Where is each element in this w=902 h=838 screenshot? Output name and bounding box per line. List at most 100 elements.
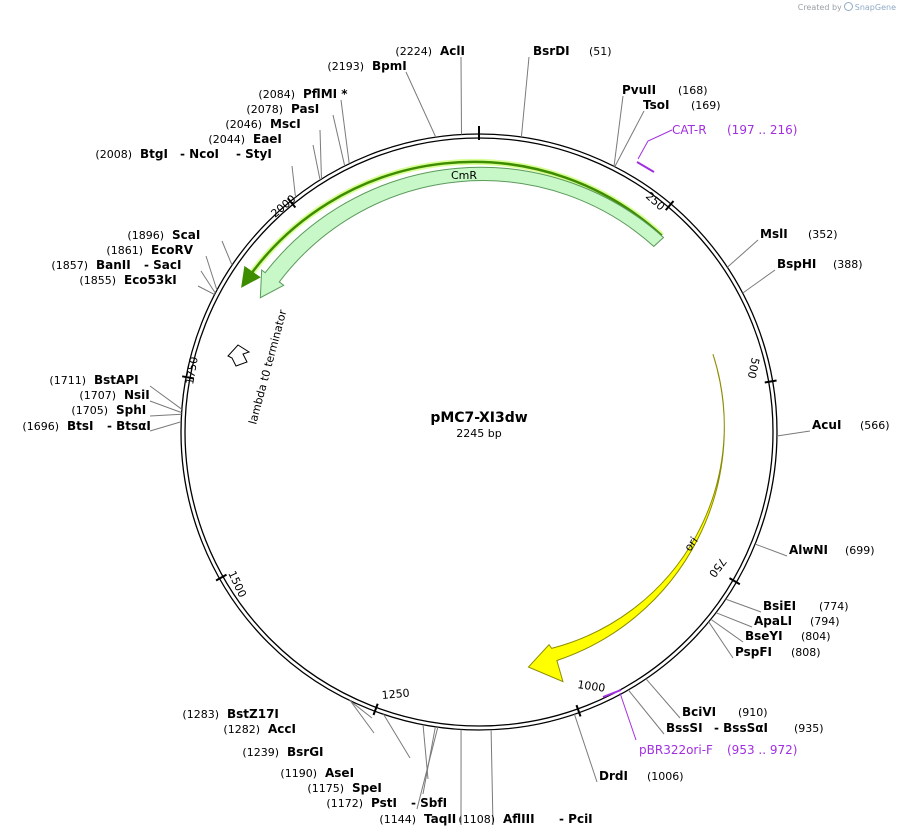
site-bstz17i[interactable]: (1283)BstZ17I	[182, 700, 373, 721]
site-leader-line	[490, 729, 494, 826]
site-position: (2046)	[225, 118, 262, 131]
site-position: (1696)	[22, 420, 59, 433]
site-name: - NcoI	[180, 147, 219, 161]
site-position: (1006)	[647, 770, 684, 783]
tick-label: 1000	[577, 678, 607, 695]
site-sphi[interactable]: (1705) SphI	[71, 403, 182, 417]
site-name: SphI	[116, 403, 146, 417]
site-taqii[interactable]: (1144)TaqII	[379, 729, 462, 826]
primer-pbr322ori-f[interactable]: pBR322ori-F (953 .. 972)	[602, 689, 797, 757]
site-name: NsiI	[124, 388, 150, 402]
feature-ori[interactable]: ori	[527, 353, 725, 683]
site-leader-line	[627, 689, 665, 735]
site-eco53ki[interactable]: (1855)Eco53kI	[79, 273, 215, 296]
site-bseyi[interactable]: BseYI(804)	[710, 618, 831, 643]
site-name: BpmI	[372, 59, 407, 73]
site-position: (1239)	[242, 746, 279, 759]
site-btgi[interactable]: (2008)BtgI- NcoI- StyI	[95, 147, 297, 198]
tick-mark	[664, 200, 675, 211]
site-acui[interactable]: AcuI(566)	[776, 418, 890, 437]
site-leader-line	[742, 269, 776, 294]
site-acli[interactable]: (2224)AclI	[395, 44, 465, 135]
site-bsrdi[interactable]: BsrDI (51)	[520, 44, 612, 138]
feature-label-cmr: CmR	[451, 169, 477, 182]
site-name: PvuII	[622, 83, 656, 97]
site-position: (804)	[801, 630, 831, 643]
site-position: (1282)	[223, 723, 260, 736]
site-leader-line	[520, 56, 530, 138]
feature-cmr[interactable]: CmR	[241, 158, 665, 299]
site-name: BanII	[96, 258, 131, 272]
site-name: ScaI	[172, 228, 200, 242]
site-bsiei[interactable]: BsiEI(774)	[725, 598, 849, 613]
site-name: BstZ17I	[227, 707, 279, 721]
plasmid-length: 2245 bp	[456, 427, 501, 440]
site-pspfi[interactable]: PspFI(808)	[708, 621, 821, 659]
site-scai[interactable]: (1896)ScaI	[127, 228, 233, 266]
site-leader-line	[573, 714, 598, 783]
site-name: - StyI	[236, 147, 272, 161]
site-name: BciVI	[682, 705, 716, 719]
site-nsii[interactable]: (1707)NsiI	[79, 388, 182, 414]
site-msci[interactable]: (2046)MscI	[225, 117, 322, 180]
site-pflmi[interactable]: (2084)PflMI *	[258, 87, 350, 164]
site-spei[interactable]: (1175) SpeI	[307, 726, 436, 795]
site-leader-line	[332, 114, 346, 167]
site-leader-line	[197, 285, 215, 296]
site-msli[interactable]: MslI(352)	[727, 227, 838, 268]
site-name: AlwNI	[789, 543, 828, 557]
site-bpmi[interactable]: (2193) BpmI	[327, 59, 437, 138]
site-asei[interactable]: (1190)AseI	[280, 724, 429, 780]
site-bsssi[interactable]: BssSI- BssSαI(935)	[627, 689, 824, 735]
site-position: (2078)	[246, 103, 283, 116]
site-ecorv[interactable]: (1861)EcoRV	[106, 243, 218, 291]
site-acci[interactable]: (1282)AccI	[223, 700, 375, 736]
site-leader-line	[205, 255, 218, 291]
site-name: SpeI	[352, 781, 382, 795]
site-bsrgi[interactable]: (1239)BsrGI	[242, 714, 411, 759]
site-leader-line	[383, 714, 411, 759]
tick-label: 1250	[381, 687, 410, 702]
primer-name-cat-r: CAT-R	[672, 123, 707, 137]
site-eaei[interactable]: (2044)EaeI	[208, 132, 321, 181]
site-leader-line	[727, 239, 759, 268]
site-position: (1175)	[307, 782, 344, 795]
site-name: - SacI	[144, 258, 181, 272]
site-name: AflIII	[503, 812, 535, 826]
site-banii[interactable]: (1857) BanII - SacI	[51, 258, 216, 294]
site-position: (566)	[860, 419, 890, 432]
tick-mark	[764, 379, 777, 384]
site-name: AclI	[440, 44, 465, 58]
site-position: (1705)	[71, 404, 108, 417]
primer-cat-r[interactable]: CAT-R (197 .. 216)	[636, 123, 797, 173]
site-bsphi[interactable]: BspHI(388)	[742, 257, 863, 294]
site-pasi[interactable]: (2078)PasI	[246, 102, 346, 167]
site-leader-line	[614, 110, 645, 167]
site-leader-line	[149, 400, 182, 414]
site-leader-line	[645, 678, 681, 719]
site-position: (51)	[589, 45, 612, 58]
site-position: (1857)	[51, 259, 88, 272]
site-btsi[interactable]: (1696)BtsI- BtsαI	[22, 419, 182, 433]
site-bstapi[interactable]: (1711)BstAPI	[49, 373, 183, 410]
site-position: (2084)	[258, 88, 295, 101]
site-bcivi[interactable]: BciVI(910)	[645, 678, 768, 719]
site-alwni[interactable]: AlwNI(699)	[754, 543, 875, 557]
site-apali[interactable]: ApaLI(794)	[715, 612, 840, 628]
feature-lambda-t0-terminator[interactable]: lambda t0 terminator	[227, 308, 290, 426]
primer-range-cat-r: (197 .. 216)	[727, 123, 797, 137]
site-leader-line	[405, 71, 437, 138]
site-afliii[interactable]: (1108)AflIII- PciI	[458, 729, 593, 826]
site-position: (169)	[691, 99, 721, 112]
site-name: BsrDI	[533, 44, 570, 58]
site-drdi[interactable]: DrdI(1006)	[573, 714, 684, 783]
site-tsoi[interactable]: TsoI(169)	[614, 98, 721, 167]
site-position: (2193)	[327, 60, 364, 73]
tick-label: 500	[745, 356, 762, 379]
site-pvuii[interactable]: PvuII(168)	[613, 83, 708, 167]
site-name: AseI	[325, 766, 354, 780]
site-name: TaqII	[424, 812, 456, 826]
site-name: - BtsαI	[107, 419, 151, 433]
site-position: (1711)	[49, 374, 86, 387]
